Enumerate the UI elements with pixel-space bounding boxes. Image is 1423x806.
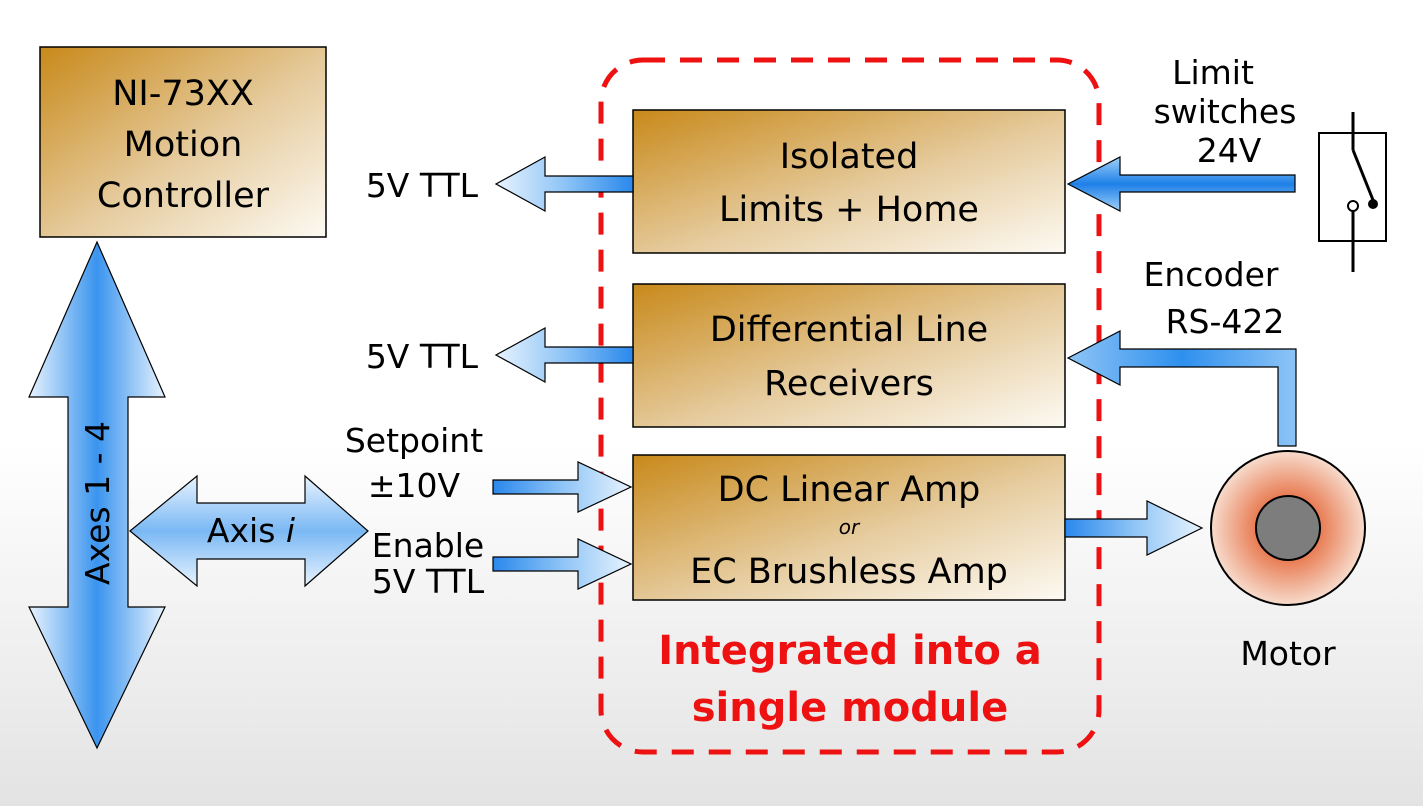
ttl-output-label-2: 5V TTL: [366, 337, 479, 376]
axis-label-prefix: Axis: [207, 511, 286, 550]
amplifier-block: DC Linear Amp or EC Brushless Amp: [632, 454, 1066, 601]
module-caption-2: single module: [692, 685, 1009, 731]
limit-label-2: switches: [1154, 92, 1297, 131]
amp-label-1: DC Linear Amp: [718, 470, 981, 510]
enable-label-1: Enable: [372, 526, 484, 565]
controller-label-1: NI-73XX: [112, 74, 254, 114]
module-caption-1: Integrated into a: [658, 628, 1041, 674]
isolated-label-2: Limits + Home: [719, 190, 979, 230]
controller-label-2: Motion: [124, 125, 243, 165]
enable-arrow: Enable 5V TTL: [372, 526, 633, 601]
limit-switch-arrow: Limit switches 24V: [1066, 53, 1297, 212]
axis-arrow: Axis i: [129, 474, 369, 588]
isolated-limits-block: Isolated Limits + Home: [632, 109, 1066, 254]
motion-controller-block: NI-73XX Motion Controller: [39, 46, 327, 238]
encoder-label-1: Encoder: [1144, 255, 1279, 294]
setpoint-arrow: Setpoint ±10V: [345, 421, 633, 513]
amp-label-or: or: [839, 515, 861, 539]
ttl-output-arrow-1: 5V TTL: [366, 155, 634, 213]
receivers-label-1: Differential Line: [710, 310, 988, 350]
motor-icon: [1210, 450, 1366, 606]
axis-label: Axis i: [207, 511, 295, 550]
setpoint-label-1: Setpoint: [345, 421, 483, 460]
integrated-module-border: [598, 57, 1102, 755]
limit-label-3: 24V: [1197, 131, 1262, 170]
motor-label: Motor: [1240, 634, 1336, 673]
encoder-label-2: RS-422: [1166, 302, 1285, 341]
ttl-output-label-1: 5V TTL: [366, 166, 479, 205]
isolated-label-1: Isolated: [780, 137, 919, 177]
limit-label-1: Limit: [1172, 53, 1254, 92]
axis-label-var: i: [286, 511, 295, 550]
line-receivers-block: Differential Line Receivers: [632, 283, 1066, 428]
ttl-output-arrow-2: 5V TTL: [366, 326, 634, 384]
controller-label-3: Controller: [97, 176, 270, 216]
axes-bus-label: Axes 1 - 4: [78, 421, 117, 585]
limit-switch-icon: [1318, 112, 1387, 272]
amp-label-2: EC Brushless Amp: [690, 552, 1008, 592]
encoder-arrow: Encoder RS-422: [1066, 255, 1297, 447]
setpoint-label-2: ±10V: [368, 466, 461, 505]
axes-bus-arrow: Axes 1 - 4: [28, 240, 166, 750]
motor-drive-arrow: [1064, 500, 1204, 556]
enable-label-2: 5V TTL: [372, 562, 485, 601]
receivers-label-2: Receivers: [764, 364, 934, 404]
